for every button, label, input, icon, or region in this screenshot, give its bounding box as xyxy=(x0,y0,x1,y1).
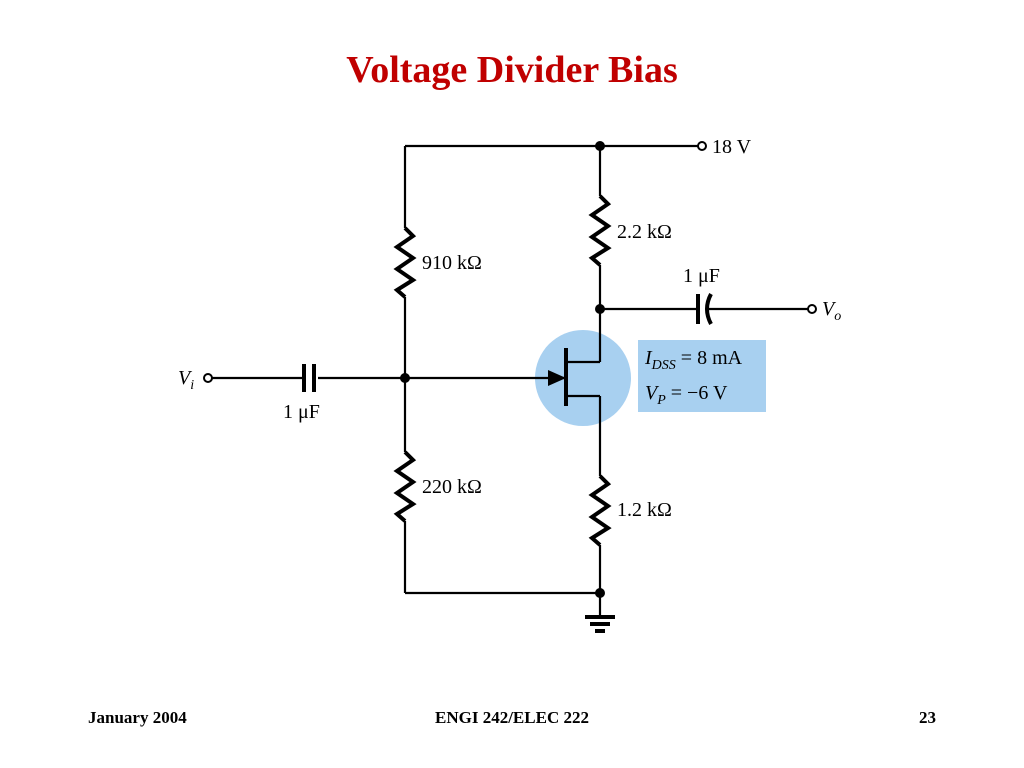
slide-title: Voltage Divider Bias xyxy=(346,49,678,91)
r2-label: 220 kΩ xyxy=(422,476,482,498)
drain-resistor-label: 2.2 kΩ xyxy=(617,221,672,243)
gate-arrow xyxy=(548,370,566,386)
source-resistor xyxy=(588,474,612,547)
output-cap-label: 1 μF xyxy=(683,265,720,287)
idss-value: = 8 mA xyxy=(676,347,743,369)
source-resistor-label: 1.2 kΩ xyxy=(617,499,672,521)
supply-label: 18 V xyxy=(712,136,752,158)
vp-param: VP = −6 V xyxy=(645,382,728,408)
vp-sub: P xyxy=(656,393,666,408)
input-cap-label: 1 μF xyxy=(283,401,320,423)
r2-resistor xyxy=(393,450,417,523)
input-terminal xyxy=(203,373,213,383)
supply-terminal xyxy=(697,141,707,151)
footer-date: January 2004 xyxy=(88,708,187,727)
footer-page-number: 23 xyxy=(919,708,936,727)
vp-main: V xyxy=(645,382,660,404)
output-label: Vo xyxy=(822,298,841,324)
output-label-sub: o xyxy=(834,309,841,324)
params-box xyxy=(638,340,766,412)
input-label-main: V xyxy=(178,367,193,389)
output-terminal xyxy=(807,304,817,314)
idss-main: I xyxy=(644,347,653,369)
idss-sub: DSS xyxy=(651,358,676,373)
input-label: Vi xyxy=(178,367,194,393)
footer-course: ENGI 242/ELEC 222 xyxy=(435,708,589,727)
output-label-main: V xyxy=(822,298,837,320)
r1-label: 910 kΩ xyxy=(422,252,482,274)
idss-param: IDSS = 8 mA xyxy=(644,347,743,373)
drain-resistor xyxy=(588,194,612,267)
input-label-sub: i xyxy=(190,378,194,393)
vp-value: = −6 V xyxy=(666,382,728,404)
r1-resistor xyxy=(393,226,417,299)
jfet-highlight xyxy=(535,330,631,426)
